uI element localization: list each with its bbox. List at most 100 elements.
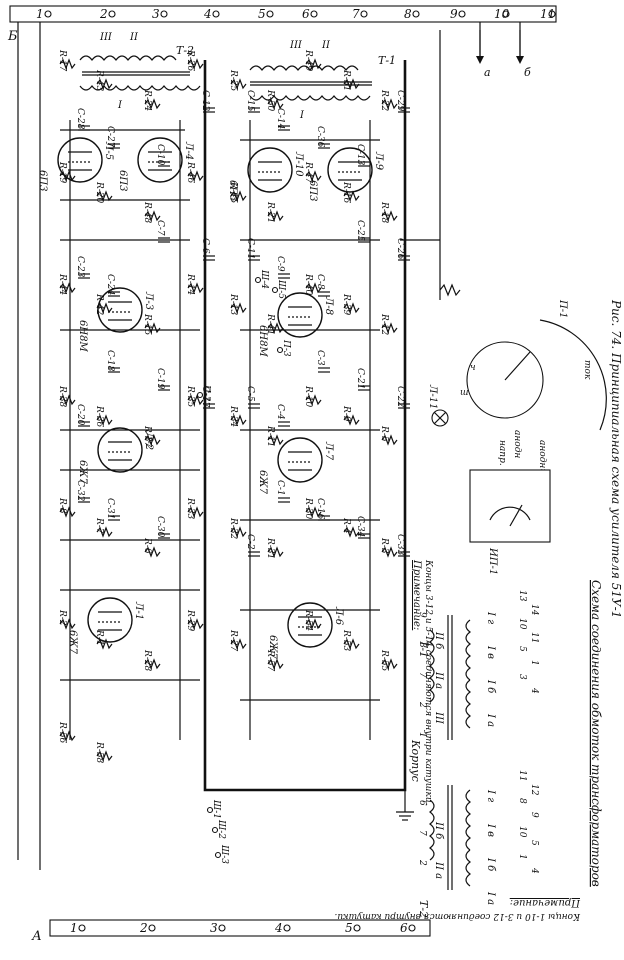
top-terminal-6: 6	[302, 7, 318, 21]
resistor-R-18: R-18	[379, 201, 398, 224]
resistor-label: R-9	[341, 405, 351, 422]
top-terminal-number: 10	[494, 7, 510, 21]
resistor-R-56: R-56	[57, 721, 76, 744]
winding-pin-9: 9	[417, 612, 427, 618]
resistor-R-25: R-25	[228, 69, 247, 92]
capacitor-label: С-19	[155, 368, 165, 390]
capacitor-label: С-6	[200, 238, 210, 254]
tube-name: Л-10	[293, 151, 304, 177]
switch-label: Ш-1	[211, 799, 221, 819]
resistor-R-19: R-19	[57, 161, 76, 184]
resistor-R-20: R-20	[94, 181, 113, 204]
capacitor-С-13: С-13	[355, 144, 370, 167]
resistor-R-41: R-41	[265, 313, 284, 335]
top-terminal-number: 2	[99, 7, 108, 21]
tube-type: 6Н8М	[77, 320, 88, 352]
tube-type: 6Ж7	[267, 635, 278, 660]
resistor-label: R-14	[185, 273, 195, 296]
capacitor-label: С-10	[155, 144, 165, 166]
resistor-label: R-22	[379, 89, 389, 112]
meter-ip1: ИП-1	[469, 469, 551, 575]
resistor-R-21: R-21	[265, 201, 284, 223]
resistor-R-11: R-11	[265, 425, 284, 447]
top-terminal-4: 4	[203, 7, 220, 21]
resistor-R-35: R-35	[185, 385, 204, 408]
resistor-R-51: R-51	[341, 69, 360, 91]
capacitor-label: С-29	[395, 90, 405, 112]
capacitor-label: С-33	[395, 534, 405, 556]
capacitor-С-33: С-33	[395, 534, 410, 557]
t2-winding-2: II	[129, 32, 139, 43]
lamp-label: Л-11	[427, 384, 438, 409]
resistor-label: R-25	[228, 69, 238, 92]
tube-name: Л-7	[323, 441, 334, 461]
resistor-R-44: R-44	[57, 273, 76, 296]
bottom-terminal-6: 6	[400, 921, 416, 935]
capacitor-С-27: С-27	[105, 126, 120, 149]
winding-pin-10: 10	[517, 826, 527, 838]
resistor-label: R-43	[94, 69, 104, 92]
winding-name: II а	[433, 671, 444, 689]
switch-label: Ш-2	[216, 819, 226, 839]
resistor-R-54: R-54	[303, 609, 322, 632]
winding-t1-label: Т-1	[417, 640, 430, 658]
resistor-label: R-35	[185, 385, 195, 408]
bottom-terminal-2: 2	[139, 921, 156, 935]
top-terminal-9: 9	[450, 7, 466, 21]
resistor-R-33: R-33	[185, 497, 204, 520]
winding-name: I б	[485, 679, 496, 694]
meter-selector-switch: П-1 анодн напр. анодный ток ш ч	[460, 299, 607, 482]
winding-pin-1: 1	[417, 732, 427, 738]
switch-label: Ш-5	[276, 279, 286, 299]
note-lower: Примечание: Концы 1-10 и 3-12 соединяютс…	[334, 897, 581, 921]
capacitor-label: С-28	[75, 108, 85, 130]
tube-type: 6П3	[117, 170, 128, 191]
note-lower-text: Концы 1-10 и 3-12 соединяются внутри кат…	[334, 911, 581, 921]
capacitor-С-16: С-16	[315, 498, 330, 521]
capacitor-label: С-13	[355, 144, 365, 166]
bottom-diagram-title: Схема соединения обмоток трансформаторов	[589, 580, 603, 887]
t2-label: Т-2	[176, 44, 194, 57]
winding-pin-10: 10	[517, 618, 527, 630]
capacitor-С-6: С-6	[200, 238, 215, 261]
tube-name: Л-2	[143, 431, 154, 450]
capacitor-label: С-31	[105, 498, 115, 519]
resistor-R-48: R-48	[142, 201, 161, 224]
resistor-R-15: R-15	[142, 313, 161, 336]
resistor-R-7: R-7	[94, 517, 113, 538]
tube-name: Л-4	[183, 141, 194, 160]
switch-label: П-3	[281, 339, 291, 357]
chassis-ground: Корпус	[396, 739, 422, 821]
switch-Ш-1: Ш-1	[206, 799, 221, 819]
top-terminal-number: 7	[352, 7, 360, 21]
capacitor-label: С-21	[355, 368, 365, 389]
resistor-R-6: R-6	[142, 537, 161, 558]
resistor-R-34: R-34	[228, 405, 247, 428]
winding-pin-6: 6	[417, 800, 427, 806]
resistor-label: R-50	[265, 89, 275, 112]
top-terminal-number: 9	[450, 7, 458, 21]
capacitor-label: С-8	[315, 274, 325, 290]
switch-Ш-3: Ш-3	[214, 844, 229, 864]
capacitor-label: С-7	[155, 220, 165, 236]
switch-label: Ш-3	[219, 844, 229, 864]
note-upper-text: Концы 3-12 и 5-14 соединяются внутри кат…	[423, 559, 433, 806]
output-terminals: a б	[476, 22, 531, 79]
winding-name: II а	[433, 861, 444, 879]
capacitor-label: С-3	[315, 350, 325, 366]
capacitor-label: С-18	[105, 350, 115, 372]
capacitor-С-24: С-24	[105, 274, 120, 297]
tube-name: Л-3	[143, 291, 154, 310]
selector-label-sh: ш	[460, 388, 469, 398]
resistor-label: R-29	[185, 609, 195, 632]
capacitor-С-5: С-5	[245, 386, 260, 409]
winding-pin-13: 13	[517, 590, 527, 602]
resistor-R-31: R-31	[265, 537, 284, 559]
capacitor-label: С-30	[155, 516, 165, 538]
figure-caption: Рис. 74. Принципиальная схема усилителя …	[609, 299, 623, 618]
resistor-label: R-10	[303, 385, 313, 408]
